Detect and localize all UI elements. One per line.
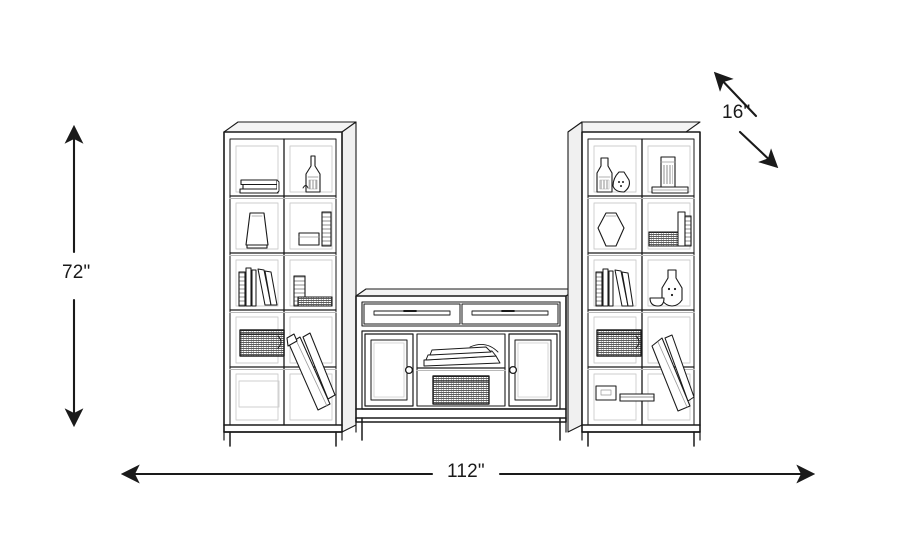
accessory-book-and-tray: [293, 275, 333, 307]
accessory-angular-vase: [597, 212, 625, 247]
accessory-shelf-books: [423, 343, 501, 367]
console-open-bay: [416, 333, 506, 407]
accessory-diagonal-books: [286, 332, 336, 411]
left-bookcase: [223, 121, 357, 447]
cabinet-knob-right[interactable]: [508, 365, 518, 375]
accessory-console-basket: [432, 375, 490, 405]
console-drawer-right[interactable]: [461, 303, 559, 325]
accessory-woven-basket: [239, 329, 285, 357]
console-drawer-left[interactable]: [363, 303, 461, 325]
accessory-stacked-books: [239, 179, 280, 194]
console-cabinet-door-left[interactable]: [364, 333, 414, 407]
depth-dimension-label: 16": [722, 102, 751, 123]
accessory-tray-and-books: [648, 211, 692, 247]
center-tv-console: [355, 288, 577, 441]
accessory-leaning-books-right: [595, 268, 634, 307]
accessory-diagonal-books-right: [651, 334, 695, 412]
cabinet-knob-left[interactable]: [404, 365, 414, 375]
accessory-tall-vase: [245, 212, 269, 249]
accessory-box-and-books: [298, 211, 332, 247]
accessory-leaning-books: [238, 267, 278, 307]
accessory-box-and-book-stack: [595, 385, 655, 402]
width-dimension-label: 112": [447, 461, 485, 482]
accessory-canister-on-tray: [651, 156, 689, 194]
console-cabinet-door-right[interactable]: [508, 333, 558, 407]
accessory-woven-basket-right: [596, 329, 642, 357]
right-bookcase: [567, 121, 701, 447]
accessory-bottle-vase: [302, 155, 321, 193]
depth-dimension-arrow: [713, 71, 779, 169]
accessory-jug-vase-and-bowl: [649, 269, 683, 307]
accessory-empty-shelf: [238, 380, 280, 408]
accessory-bottle-and-round-vase: [596, 157, 630, 193]
height-dimension-label: 72": [62, 262, 91, 283]
